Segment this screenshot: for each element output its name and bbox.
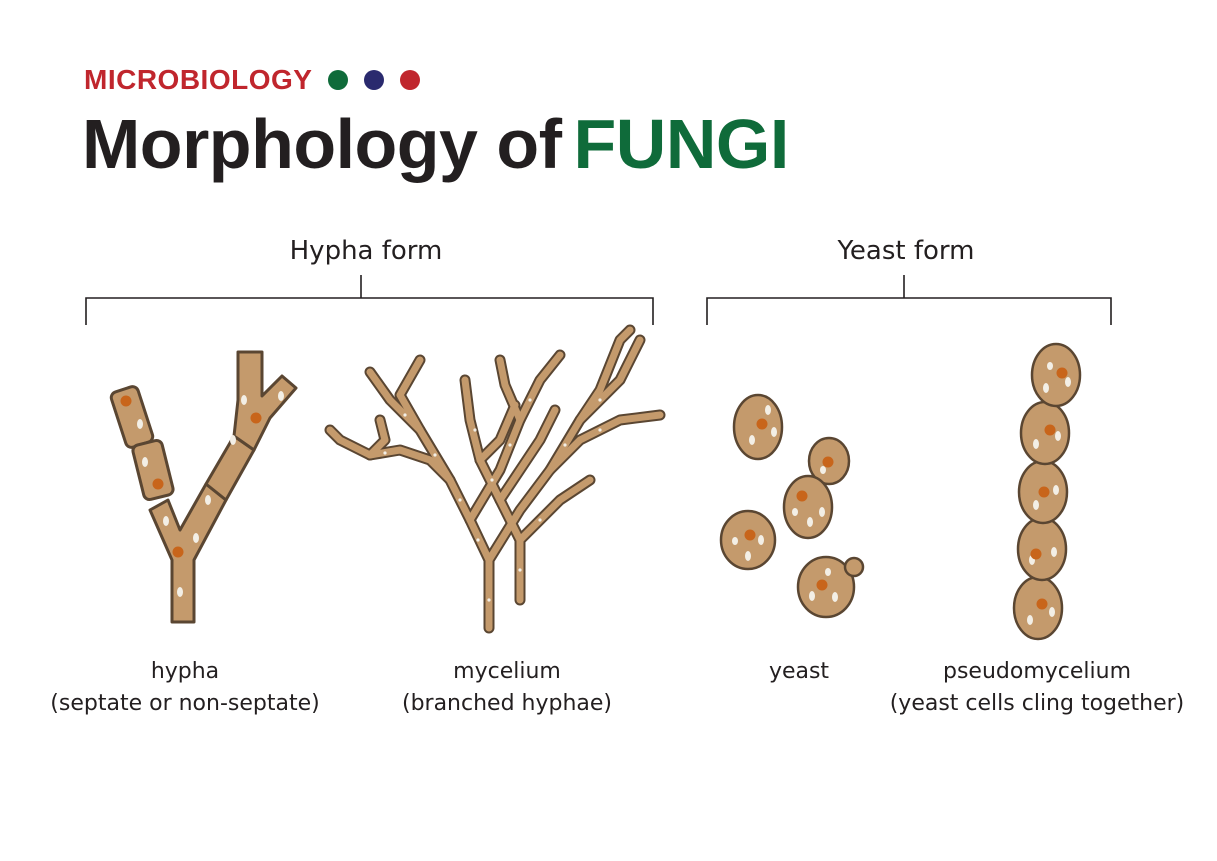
caption-yeast-name: yeast — [768, 659, 830, 684]
mycelium-drawing — [324, 324, 666, 634]
hypha-form-bracket — [85, 275, 654, 325]
kicker-text: MICROBIOLOGY — [84, 64, 313, 95]
yeast-form-label: Yeast form — [837, 236, 975, 266]
green-dot — [328, 70, 349, 90]
caption-pseudomycelium: pseudomycelium (yeast cells cling togeth… — [877, 656, 1197, 720]
caption-hypha-name: hypha — [150, 659, 220, 684]
title-accent: FUNGI — [573, 105, 790, 183]
title-main: Morphology of — [82, 105, 562, 183]
yeast-form-bracket — [706, 275, 1112, 325]
caption-pseudomycelium-name: pseudomycelium — [942, 659, 1131, 684]
caption-mycelium-detail: (branched hyphae) — [401, 691, 613, 716]
red-dot — [400, 70, 421, 90]
header-kicker: MICROBIOLOGY — [84, 64, 421, 96]
caption-mycelium: mycelium (branched hyphae) — [377, 656, 637, 720]
navy-dot — [364, 70, 385, 90]
caption-yeast: yeast — [739, 656, 859, 688]
caption-hypha: hypha (septate or non-septate) — [35, 656, 335, 720]
caption-mycelium-name: mycelium — [453, 659, 561, 684]
caption-hypha-detail: (septate or non-septate) — [50, 691, 320, 716]
pseudomycelium-drawing — [1012, 342, 1082, 641]
hypha-form-label: Hypha form — [289, 236, 443, 266]
yeast-drawing — [719, 393, 865, 619]
caption-pseudomycelium-detail: (yeast cells cling together) — [889, 691, 1185, 716]
hypha-drawing — [109, 350, 298, 624]
